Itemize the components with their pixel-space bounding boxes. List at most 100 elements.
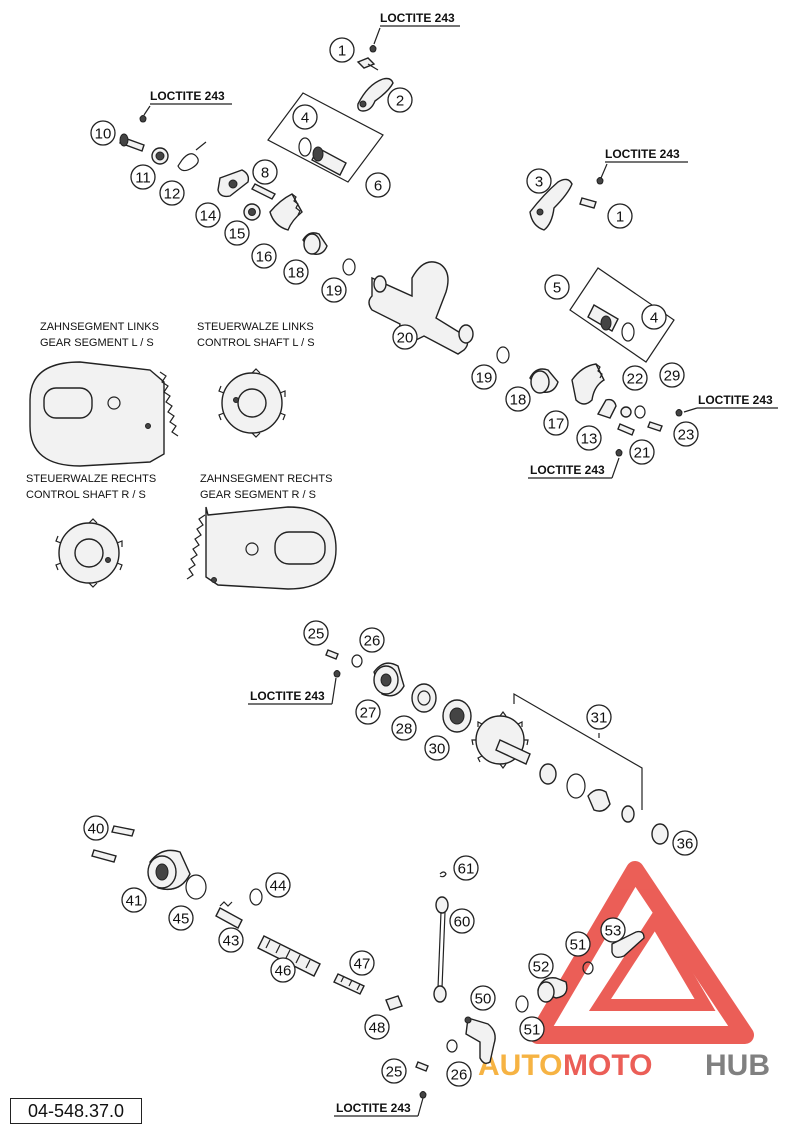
part-callout-10: 10 [90, 120, 116, 146]
part-number: 43 [223, 933, 240, 950]
part-number: 10 [95, 126, 112, 143]
part-number: 15 [229, 226, 246, 243]
part-callout-11: 11 [130, 164, 156, 190]
part-callout-19: 19 [321, 277, 347, 303]
part-callout-26: 26 [359, 627, 385, 653]
part-number: 3 [535, 174, 543, 191]
part-number: 18 [288, 265, 305, 282]
part-callout-20: 20 [392, 324, 418, 350]
upper-shift-assembly [119, 25, 778, 479]
part-callout-21: 21 [629, 439, 655, 465]
part-number: 1 [338, 43, 346, 60]
part-number: 20 [397, 330, 414, 347]
part-callout-48: 48 [364, 1014, 390, 1040]
gear-segment-ls-drawing [29, 361, 179, 467]
part-number: 30 [429, 741, 446, 758]
part-number: 25 [386, 1064, 403, 1081]
part-callout-18: 18 [505, 386, 531, 412]
part-callout-5: 5 [544, 274, 570, 300]
part-number: 61 [458, 861, 475, 878]
part-callout-19: 19 [471, 364, 497, 390]
part-number: 50 [475, 991, 492, 1008]
part-callout-1: 1 [607, 203, 633, 229]
watermark-logo: AUTO MOTO HUB [478, 861, 770, 1082]
part-callout-22: 22 [622, 365, 648, 391]
part-callout-53: 53 [600, 917, 626, 943]
part-callout-18: 18 [283, 259, 309, 285]
part-number: 28 [396, 721, 413, 738]
part-number: 19 [476, 370, 493, 387]
part-callout-60: 60 [449, 908, 475, 934]
control-shaft-ls-en: CONTROL SHAFT L / S [197, 337, 315, 349]
part-number: 21 [634, 445, 651, 462]
part-number: 36 [677, 836, 694, 853]
part-number: 60 [454, 914, 471, 931]
part-callout-6: 6 [365, 172, 391, 198]
watermark-part3: HUB [705, 1049, 770, 1082]
part-callout-51: 51 [565, 931, 591, 957]
part-callout-29: 29 [659, 362, 685, 388]
loctite-label-top: LOCTITE 243 [380, 11, 455, 25]
part-number: 4 [301, 110, 309, 127]
control-shaft-ls-drawing [218, 368, 286, 438]
part-callout-16: 16 [251, 243, 277, 269]
lower-assembly [91, 825, 645, 1117]
part-number: 41 [126, 893, 143, 910]
part-number: 26 [364, 633, 381, 650]
loctite-label-mid-right: LOCTITE 243 [698, 393, 773, 407]
part-number: 25 [308, 626, 325, 643]
part-number: 4 [650, 310, 658, 327]
part-callout-12: 12 [159, 180, 185, 206]
part-number: 47 [354, 956, 371, 973]
control-shaft-ls-de: STEUERWALZE LINKS [197, 321, 314, 333]
watermark-part2: MOTO [563, 1049, 652, 1082]
part-callout-15: 15 [224, 220, 250, 246]
part-callout-8: 8 [252, 159, 278, 185]
part-callout-30: 30 [424, 735, 450, 761]
part-number: 46 [275, 963, 292, 980]
part-callout-13: 13 [576, 425, 602, 451]
gear-segment-rs-drawing [186, 506, 337, 590]
control-shaft-rs-en: CONTROL SHAFT R / S [26, 489, 146, 501]
diagram-code: 04-548.37.0 [10, 1098, 142, 1124]
part-callout-51: 51 [519, 1016, 545, 1042]
loctite-label-bottom: LOCTITE 243 [336, 1101, 411, 1115]
part-callout-2: 2 [387, 87, 413, 113]
part-number: 27 [360, 705, 377, 722]
part-number: 48 [369, 1020, 386, 1037]
part-callout-1: 1 [329, 37, 355, 63]
control-shaft-rs-drawing [55, 518, 123, 588]
part-callout-43: 43 [218, 927, 244, 953]
part-number: 18 [510, 392, 527, 409]
part-callout-44: 44 [265, 872, 291, 898]
gear-segment-rs-de: ZAHNSEGMENT RECHTS [200, 473, 332, 485]
part-callout-31: 31 [586, 704, 612, 730]
part-number: 40 [88, 821, 105, 838]
part-callout-28: 28 [391, 715, 417, 741]
part-number: 29 [664, 368, 681, 385]
part-callout-23: 23 [673, 421, 699, 447]
gear-segment-rs-en: GEAR SEGMENT R / S [200, 489, 316, 501]
part-number: 11 [135, 170, 151, 187]
part-number: 51 [570, 937, 587, 954]
control-shaft-rs-de: STEUERWALZE RECHTS [26, 473, 156, 485]
part-callout-25: 25 [381, 1058, 407, 1084]
part-number: 51 [524, 1022, 541, 1039]
part-callout-45: 45 [168, 905, 194, 931]
kickstart-gear-assembly [248, 649, 669, 845]
part-number: 23 [678, 427, 695, 444]
loctite-label-right: LOCTITE 243 [605, 147, 680, 161]
part-number: 53 [605, 923, 622, 940]
part-number: 5 [553, 280, 561, 297]
gear-segment-ls-en: GEAR SEGMENT L / S [40, 337, 154, 349]
part-number: 17 [548, 416, 565, 433]
part-number: 2 [396, 93, 404, 110]
part-number: 8 [261, 165, 269, 182]
part-number: 14 [200, 208, 217, 225]
part-number: 31 [591, 710, 608, 727]
loctite-label-mid: LOCTITE 243 [530, 463, 605, 477]
part-callout-46: 46 [270, 957, 296, 983]
loctite-label-left: LOCTITE 243 [150, 89, 225, 103]
part-number: 45 [173, 911, 190, 928]
